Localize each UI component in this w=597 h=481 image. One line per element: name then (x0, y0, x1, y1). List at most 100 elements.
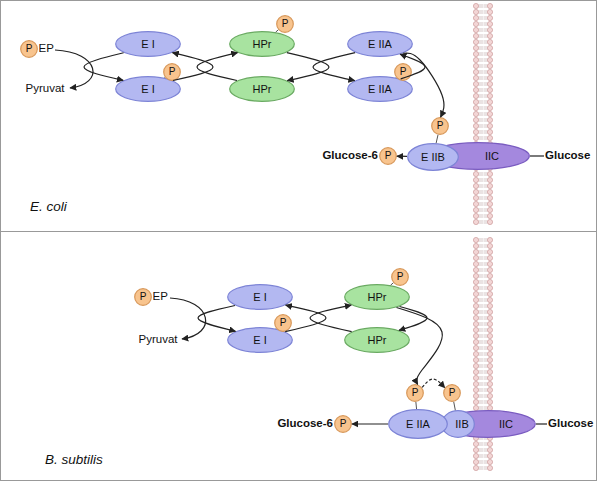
node-shape (427, 143, 530, 170)
lipid-head (473, 195, 478, 200)
metabolite-label: Pyruvat (139, 334, 178, 346)
lipid-tail (479, 209, 488, 211)
lipid-head (487, 15, 492, 20)
lipid-head (473, 99, 478, 104)
node-text: E I (253, 335, 266, 346)
lipid-tail (479, 77, 488, 79)
lipid-tail (479, 29, 488, 31)
enzyme-ellipse: E I (227, 284, 293, 310)
lipid-tail (479, 269, 488, 271)
node-text-box: E I (115, 31, 181, 57)
lipid-head (487, 291, 492, 296)
lipid-head (473, 243, 478, 248)
lipid-head (487, 309, 492, 314)
lipid-head (487, 369, 492, 374)
reaction-arrow (422, 379, 445, 388)
node-text-box: P (431, 117, 449, 135)
lipid-head (487, 57, 492, 62)
node-text: E IIA (368, 39, 392, 50)
lipid-head (473, 441, 478, 446)
lipid-head (487, 363, 492, 368)
node-text: P (140, 292, 147, 302)
lipid-head (473, 369, 478, 374)
lipid-head (473, 249, 478, 254)
lipid-head (487, 177, 492, 182)
lipid-head (487, 81, 492, 86)
metabolite-label: EP (39, 43, 54, 55)
lipid-tail (479, 461, 488, 463)
lipid-head (473, 309, 478, 314)
lipid-tail (479, 251, 488, 253)
panel-divider (0, 231, 597, 232)
node-shape (442, 411, 475, 438)
lipid-head (473, 15, 478, 20)
node-text: E IIA (368, 84, 392, 95)
lipid-head (473, 375, 478, 380)
lipid-head (473, 315, 478, 320)
reaction-arrow (396, 307, 442, 384)
lipid-head (487, 105, 492, 110)
substrate-line (530, 155, 544, 156)
lipid-tail (479, 395, 488, 397)
reaction-arrow (352, 423, 388, 424)
node-text: P (280, 318, 287, 328)
hpr-ellipse: HPr (229, 31, 295, 57)
lipid-tail (479, 203, 488, 205)
reaction-arrow (198, 305, 235, 331)
lipid-head (487, 327, 492, 332)
lipid-tail (479, 353, 488, 355)
lipid-head (487, 321, 492, 326)
lipid-head (473, 33, 478, 38)
lipid-head (487, 249, 492, 254)
lipid-head (487, 243, 492, 248)
lipid-tail (479, 83, 488, 85)
lipid-head (487, 405, 492, 410)
node-text: E I (141, 84, 154, 95)
node-shape (389, 410, 448, 439)
lipid-head (473, 459, 478, 464)
lipid-tail (479, 173, 488, 175)
lipid-tail (479, 359, 488, 361)
node-shape (345, 285, 410, 310)
lipid-head (487, 21, 492, 26)
phosphate-circle: P (276, 15, 294, 33)
lipid-head (487, 171, 492, 176)
lipid-head (473, 81, 478, 86)
lipid-tail (479, 317, 488, 319)
node-shape (407, 385, 424, 402)
lipid-head (473, 363, 478, 368)
node-text: P (397, 272, 404, 282)
node-shape (164, 64, 181, 81)
node-text-box: E IIA (347, 31, 413, 57)
lipid-head (473, 465, 478, 470)
lipid-head (473, 297, 478, 302)
lipid-head (487, 99, 492, 104)
lipid-head (473, 123, 478, 128)
lipid-head (473, 453, 478, 458)
lipid-tail (479, 71, 488, 73)
hpr-ellipse: HPr (344, 327, 410, 353)
lipid-head (473, 39, 478, 44)
node-shape (21, 41, 38, 58)
metabolite-label: Glucose (545, 150, 590, 162)
enzyme-ellipse: E I (115, 31, 181, 57)
lipid-tail (479, 347, 488, 349)
bond-line (415, 402, 417, 409)
lipid-head (473, 51, 478, 56)
lipid-head (487, 219, 492, 224)
hpr-ellipse: HPr (344, 284, 410, 310)
lipid-head (487, 63, 492, 68)
node-shape (230, 32, 295, 57)
lipid-tail (479, 257, 488, 259)
lipid-head (473, 351, 478, 356)
reaction-arrow (285, 305, 326, 331)
lipid-head (487, 213, 492, 218)
node-shape (277, 16, 294, 33)
lipid-tail (479, 215, 488, 217)
node-text-box: HPr (344, 284, 410, 310)
lipid-head (473, 135, 478, 140)
lipid-tail (479, 197, 488, 199)
